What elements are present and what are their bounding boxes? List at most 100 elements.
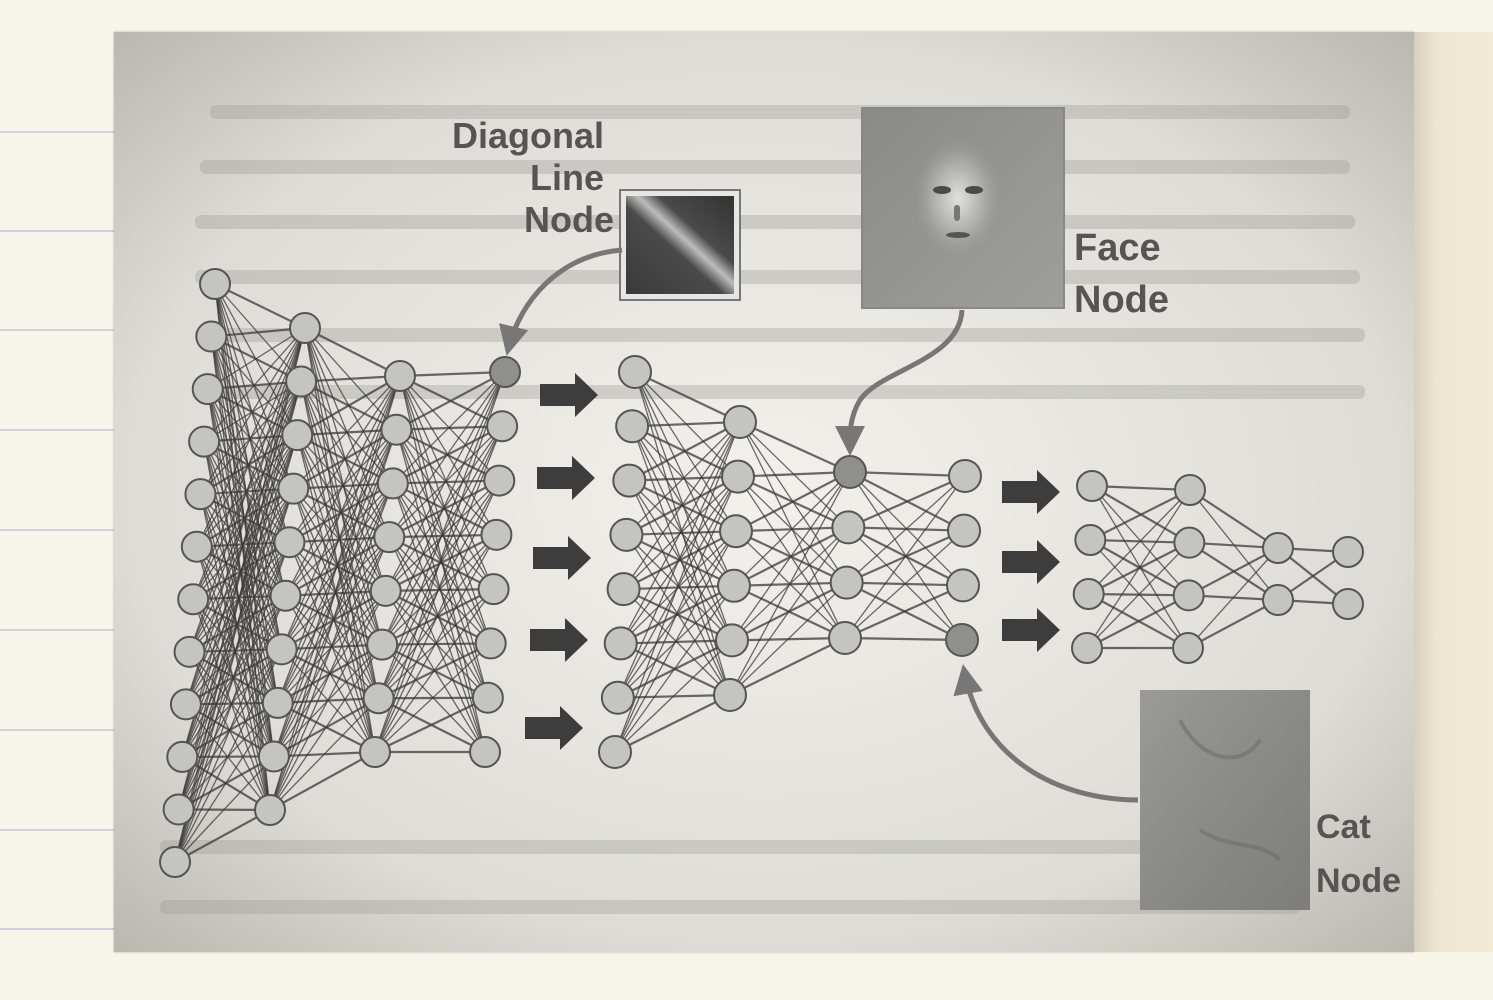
svg-text:Face Node: Face Node (1074, 227, 1171, 321)
node (373, 521, 406, 554)
edge (731, 471, 851, 641)
node (1076, 470, 1108, 502)
edge (174, 327, 306, 863)
edge (174, 488, 294, 863)
edge (395, 371, 506, 431)
diagonal-label-line-3: Node (524, 199, 614, 240)
node (384, 360, 416, 392)
face-node-callout: Face Node (834, 107, 1171, 456)
edge (269, 429, 398, 811)
node (366, 628, 399, 661)
edge (1089, 489, 1191, 541)
edge (207, 327, 306, 390)
edge (269, 536, 390, 811)
edge (277, 375, 401, 704)
node (1262, 532, 1294, 564)
node (471, 681, 504, 714)
flow-arrows (525, 373, 1060, 750)
edge (614, 530, 737, 753)
node (831, 510, 866, 545)
cat-feature-texture (1178, 719, 1282, 862)
edge (735, 471, 851, 533)
edge (628, 421, 741, 482)
edge (632, 420, 741, 428)
node (721, 459, 755, 494)
node (609, 517, 644, 552)
ruled-line (0, 329, 114, 331)
highlighted-node (833, 455, 867, 489)
edge (614, 421, 741, 753)
edge (381, 371, 506, 645)
edge (1086, 594, 1190, 649)
node (1072, 578, 1105, 610)
edge (301, 374, 401, 383)
node (369, 574, 402, 607)
node (195, 320, 228, 353)
cat-feature-image (1140, 690, 1310, 910)
node (1074, 524, 1107, 556)
cat-label-line-2: Node (1316, 862, 1401, 900)
diagonal-label-line-2: Line (530, 157, 604, 198)
edge (269, 375, 401, 811)
node (606, 572, 641, 607)
node (285, 365, 318, 398)
diagonal-line-feature-texture (626, 196, 734, 294)
edge (192, 327, 306, 600)
edge (269, 644, 383, 811)
edge (614, 476, 739, 753)
flow-arrow (537, 456, 595, 500)
edge (1188, 547, 1279, 597)
node (184, 478, 217, 511)
node (380, 413, 413, 446)
node (376, 467, 409, 500)
edge (214, 283, 306, 329)
diagonal-label-line-1: Diagonal (452, 115, 604, 156)
node (480, 518, 513, 551)
edge (625, 421, 741, 536)
edge (199, 327, 306, 495)
node (1332, 588, 1364, 620)
diagonal-line-node-callout: Diagonal Line Node (452, 115, 741, 356)
face-callout-arrow (834, 309, 965, 456)
svg-text:Cat Node: Cat Node (1316, 808, 1401, 900)
ruled-line (0, 829, 114, 831)
edge (269, 590, 387, 811)
node (618, 355, 652, 389)
cat-callout-arrow (953, 664, 1139, 803)
edge (844, 584, 964, 640)
ruled-line (0, 928, 114, 930)
node (719, 514, 753, 549)
edge (374, 371, 506, 753)
node (612, 463, 647, 498)
face-feature-glow (910, 140, 1006, 270)
node (715, 623, 749, 658)
cat-node-callout: Cat Node (953, 664, 1401, 910)
edge (174, 434, 298, 863)
ruled-line (0, 230, 114, 232)
node (946, 568, 980, 603)
node (173, 635, 206, 668)
edge (844, 636, 963, 642)
edge (174, 595, 287, 863)
edge (284, 375, 401, 597)
ruled-line (0, 629, 114, 631)
ruled-line (0, 429, 114, 431)
edge (849, 470, 966, 478)
node (1173, 526, 1206, 559)
edge (374, 642, 492, 753)
edge (733, 471, 851, 587)
edge (614, 585, 735, 753)
flow-arrow (1002, 470, 1060, 514)
node (254, 794, 286, 826)
node (265, 633, 298, 666)
edge (729, 471, 851, 696)
edge (288, 375, 401, 543)
node (269, 579, 302, 612)
edge (1187, 599, 1279, 649)
node (600, 680, 635, 715)
node (829, 565, 864, 600)
edge (1187, 547, 1279, 649)
edge (377, 371, 506, 699)
highlighted-node (945, 623, 979, 657)
edge (174, 381, 302, 863)
